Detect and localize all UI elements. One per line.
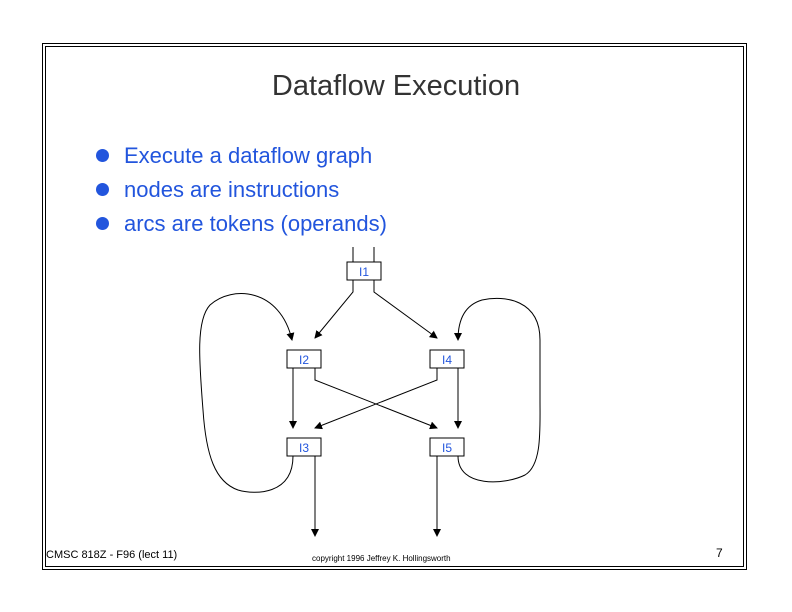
bullet-item: nodes are instructions [96, 173, 387, 207]
node-i5: I5 [429, 437, 465, 457]
arc-i4-i3 [314, 368, 438, 430]
arc-i2-i5 [314, 368, 438, 430]
footer-course: CMSC 818Z - F96 (lect 11) [46, 549, 178, 561]
node-label: I1 [359, 265, 369, 279]
arc-i1-i2 [314, 280, 354, 339]
bullet-list: Execute a dataflow graph nodes are instr… [96, 139, 387, 241]
loop-i5-i4 [454, 297, 541, 483]
bullet-dot-icon [96, 183, 109, 196]
loop-i3-i2 [199, 293, 295, 493]
slide-frame-inner [45, 46, 744, 567]
bullet-item: arcs are tokens (operands) [96, 207, 387, 241]
node-label: I2 [299, 353, 309, 367]
footer-copyright: copyright 1996 Jeffrey K. Hollingsworth [312, 554, 451, 563]
bullet-dot-icon [96, 217, 109, 230]
bullet-text: nodes are instructions [124, 177, 340, 202]
page-number: 7 [716, 546, 723, 560]
node-label: I3 [299, 441, 309, 455]
node-i1: I1 [346, 261, 382, 281]
node-i2: I2 [286, 349, 322, 369]
slide-frame [42, 43, 747, 570]
bullet-text: Execute a dataflow graph [124, 143, 373, 168]
node-label: I5 [442, 441, 452, 455]
bullet-dot-icon [96, 149, 109, 162]
node-label: I4 [442, 353, 452, 367]
bullet-item: Execute a dataflow graph [96, 139, 387, 173]
bullet-text: arcs are tokens (operands) [124, 211, 387, 236]
slide-title: Dataflow Execution [271, 70, 521, 102]
node-i4: I4 [429, 349, 465, 369]
node-i3: I3 [286, 437, 322, 457]
arc-i1-i4 [373, 280, 438, 339]
